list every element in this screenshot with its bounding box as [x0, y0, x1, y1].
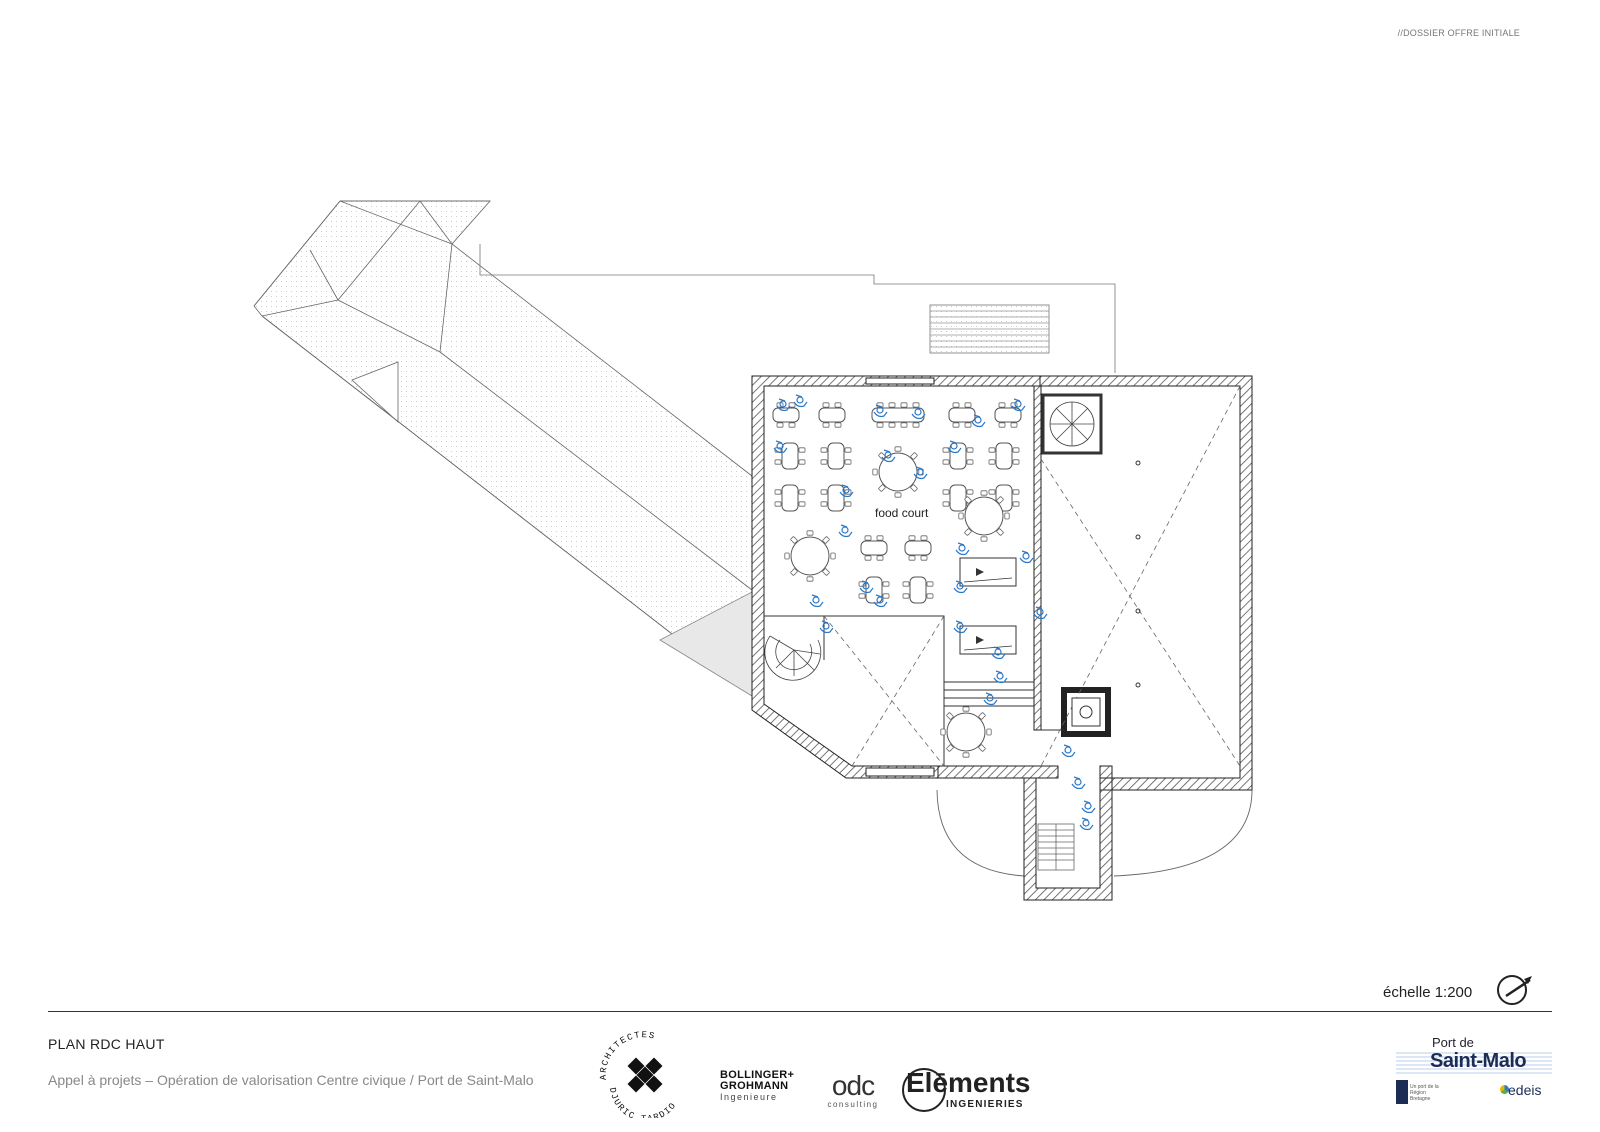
existing-diagonal-building	[253, 200, 753, 697]
elements-ingenieries-logo: Elēments INGENIERIES	[902, 1068, 1031, 1112]
exterior-walls	[751, 375, 1253, 901]
north-arrow-icon	[1497, 975, 1532, 1005]
port-logo-band	[1396, 1052, 1552, 1076]
bollinger-grohmann-logo: BOLLINGER+ GROHMANN Ingenieure	[720, 1070, 802, 1103]
spiral-stair-east	[1049, 401, 1095, 447]
edeis-icon	[1500, 1085, 1509, 1094]
curved-terraces	[936, 789, 1253, 877]
port-line1: Port de	[1432, 1035, 1474, 1050]
elements-ring-icon	[902, 1068, 946, 1112]
footer-divider	[48, 1011, 1552, 1012]
port-line4: edeis	[1508, 1082, 1542, 1098]
bollinger-line3: Ingenieure	[720, 1092, 778, 1102]
tower-stair	[1037, 823, 1075, 871]
odc-line1: odc	[831, 1070, 875, 1101]
page-title: PLAN RDC HAUT	[48, 1036, 165, 1052]
bollinger-line2: GROHMANN	[720, 1080, 789, 1092]
document-tag: //DOSSIER OFFRE INITIALE	[1397, 28, 1520, 38]
floor-plan-drawing	[253, 200, 1253, 901]
svg-text:DJURIC TARDIO: DJURIC TARDIO	[607, 1087, 679, 1118]
odc-line2: consulting	[827, 1100, 879, 1109]
page-subtitle: Appel à projets – Opération de valorisat…	[48, 1072, 534, 1088]
bollinger-line1: BOLLINGER+	[720, 1069, 795, 1081]
djuric-tardio-logo: ARCHITECTES DJURIC TARDIO	[599, 1030, 679, 1118]
interior-partitions	[764, 393, 1103, 766]
odc-consulting-logo: odc consulting	[816, 1070, 890, 1110]
room-label-food-court: food court	[875, 506, 929, 520]
bretagne-flag-icon	[1396, 1080, 1408, 1104]
scale-label: échelle 1:200	[1383, 984, 1473, 1001]
void-cross-lines	[823, 385, 1241, 767]
port-line3: Un port de la Région Bretagne	[1410, 1084, 1439, 1102]
window-openings	[865, 377, 935, 777]
port-saint-malo-logo: Port de Saint-Malo Un port de la Région …	[1396, 1032, 1552, 1108]
port-line2: Saint-Malo	[1430, 1050, 1527, 1072]
north-terrace-outline	[479, 244, 1116, 373]
spiral-stair-west	[764, 635, 822, 681]
elements-line2: INGENIERIES	[946, 1099, 1024, 1110]
dining-furniture	[773, 403, 1101, 757]
